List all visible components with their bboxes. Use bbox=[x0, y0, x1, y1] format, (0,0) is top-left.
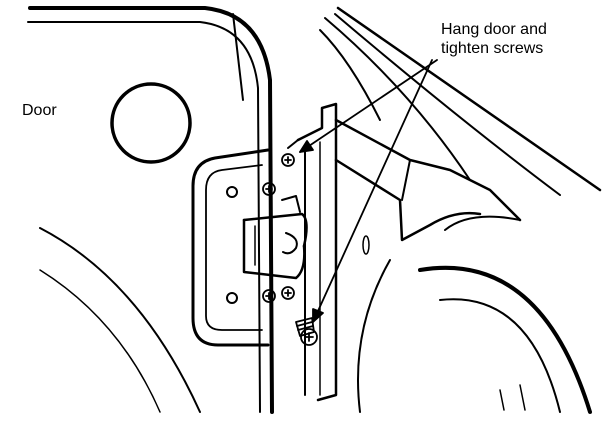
door-panel bbox=[27, 6, 274, 414]
loose-screw bbox=[295, 317, 318, 346]
door-hinge-plate bbox=[191, 148, 308, 347]
door-label: Door bbox=[22, 102, 57, 119]
callout-line-1: Hang door and bbox=[441, 21, 547, 38]
phillips-screw-icon bbox=[262, 153, 295, 303]
cabinet-hinge-bracket bbox=[287, 102, 592, 414]
arrow-icon bbox=[299, 59, 438, 323]
cabinet-frame bbox=[232, 6, 602, 196]
door-circle bbox=[110, 82, 192, 164]
callout-line-2: tighten screws bbox=[441, 40, 544, 57]
callout-label: Hang door and tighten screws bbox=[441, 20, 547, 58]
